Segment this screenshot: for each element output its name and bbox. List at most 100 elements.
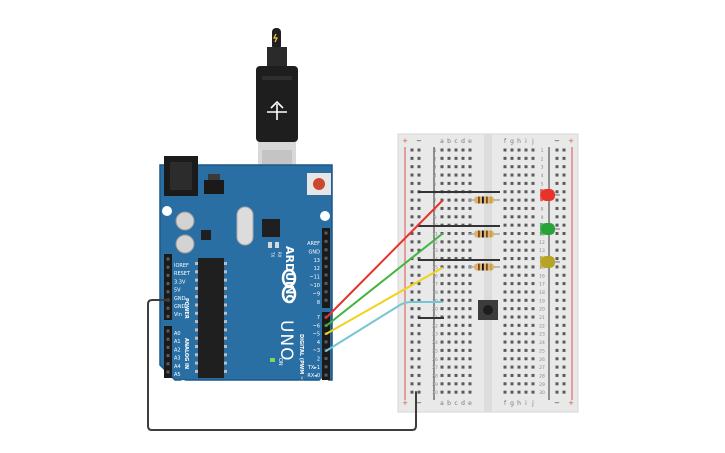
rail-hole[interactable] [555,273,559,277]
breadboard-hole[interactable] [510,265,514,269]
breadboard-hole[interactable] [503,365,507,369]
breadboard-hole[interactable] [517,181,521,185]
rail-hole[interactable] [410,382,414,386]
breadboard-hole[interactable] [447,357,451,361]
breadboard-hole[interactable] [510,273,514,277]
breadboard-hole[interactable] [468,173,472,177]
breadboard-hole[interactable] [440,357,444,361]
breadboard-hole[interactable] [440,307,444,311]
breadboard-hole[interactable] [531,173,535,177]
breadboard-hole[interactable] [531,298,535,302]
rail-hole[interactable] [562,198,566,202]
breadboard-hole[interactable] [524,223,528,227]
breadboard-hole[interactable] [510,298,514,302]
breadboard-hole[interactable] [524,340,528,344]
rail-hole[interactable] [417,156,421,160]
header-pin[interactable] [324,265,328,269]
breadboard-hole[interactable] [461,365,465,369]
breadboard-hole[interactable] [503,340,507,344]
rail-hole[interactable] [562,307,566,311]
usb-cable[interactable] [256,28,298,172]
breadboard-hole[interactable] [447,173,451,177]
breadboard-hole[interactable] [531,198,535,202]
breadboard-hole[interactable] [517,156,521,160]
breadboard-hole[interactable] [503,282,507,286]
breadboard-hole[interactable] [510,348,514,352]
rail-hole[interactable] [562,206,566,210]
breadboard-hole[interactable] [454,273,458,277]
breadboard-hole[interactable] [531,357,535,361]
breadboard-hole[interactable] [517,365,521,369]
header-pin[interactable] [166,282,170,286]
breadboard-hole[interactable] [468,373,472,377]
breadboard-hole[interactable] [503,273,507,277]
breadboard-hole[interactable] [447,282,451,286]
rail-hole[interactable] [417,232,421,235]
breadboard-hole[interactable] [510,315,514,319]
breadboard-hole[interactable] [531,290,535,294]
breadboard-hole[interactable] [454,148,458,152]
header-pin[interactable] [166,345,170,349]
breadboard-hole[interactable] [510,148,514,152]
breadboard-hole[interactable] [454,365,458,369]
breadboard-hole[interactable] [440,282,444,286]
rail-hole[interactable] [562,290,566,294]
rail-hole[interactable] [555,232,559,235]
rail-hole[interactable] [555,181,559,185]
breadboard-hole[interactable] [468,323,472,327]
rail-hole[interactable] [410,273,414,277]
rail-hole[interactable] [555,248,559,252]
breadboard-hole[interactable] [517,348,521,352]
breadboard-hole[interactable] [524,173,528,177]
red-wire[interactable] [325,200,443,319]
breadboard-hole[interactable] [447,307,451,311]
breadboard-hole[interactable] [510,156,514,160]
breadboard-hole[interactable] [531,240,535,244]
breadboard-hole[interactable] [468,273,472,277]
breadboard-hole[interactable] [524,165,528,169]
breadboard-hole[interactable] [468,181,472,185]
breadboard-hole[interactable] [440,332,444,336]
red-led[interactable] [540,189,560,201]
breadboard-hole[interactable] [510,357,514,361]
breadboard-hole[interactable] [454,206,458,210]
breadboard-hole[interactable] [461,282,465,286]
rail-hole[interactable] [562,390,566,394]
header-pin[interactable] [324,373,328,377]
rail-hole[interactable] [417,248,421,252]
rail-hole[interactable] [417,165,421,169]
rail-hole[interactable] [417,382,421,386]
breadboard-hole[interactable] [531,181,535,185]
header-pin[interactable] [166,290,170,294]
header-pin[interactable] [166,354,170,358]
rail-hole[interactable] [555,340,559,344]
breadboard-hole[interactable] [461,257,465,261]
breadboard-hole[interactable] [524,215,528,219]
rail-hole[interactable] [417,198,421,202]
breadboard-hole[interactable] [524,290,528,294]
breadboard-hole[interactable] [440,257,444,261]
breadboard-hole[interactable] [503,165,507,169]
breadboard-hole[interactable] [531,282,535,286]
breadboard-hole[interactable] [454,290,458,294]
rail-hole[interactable] [555,265,559,269]
breadboard-hole[interactable] [454,373,458,377]
breadboard-hole[interactable] [524,332,528,336]
rail-hole[interactable] [417,173,421,177]
breadboard-hole[interactable] [468,282,472,286]
arduino-board[interactable]: ARDUINO UNO TX RX ON POWER ANALOG IN DIG… [159,156,333,390]
rail-hole[interactable] [410,156,414,160]
header-pin[interactable] [166,257,170,261]
breadboard-hole[interactable] [510,206,514,210]
rail-hole[interactable] [410,173,414,177]
rail-hole[interactable] [410,232,414,235]
rail-hole[interactable] [562,332,566,336]
rail-hole[interactable] [417,265,421,269]
breadboard-hole[interactable] [447,257,451,261]
breadboard-hole[interactable] [468,257,472,261]
header-pin[interactable] [166,273,170,277]
breadboard-hole[interactable] [461,332,465,336]
rail-hole[interactable] [410,206,414,210]
breadboard-hole[interactable] [454,307,458,311]
breadboard-hole[interactable] [440,390,444,394]
